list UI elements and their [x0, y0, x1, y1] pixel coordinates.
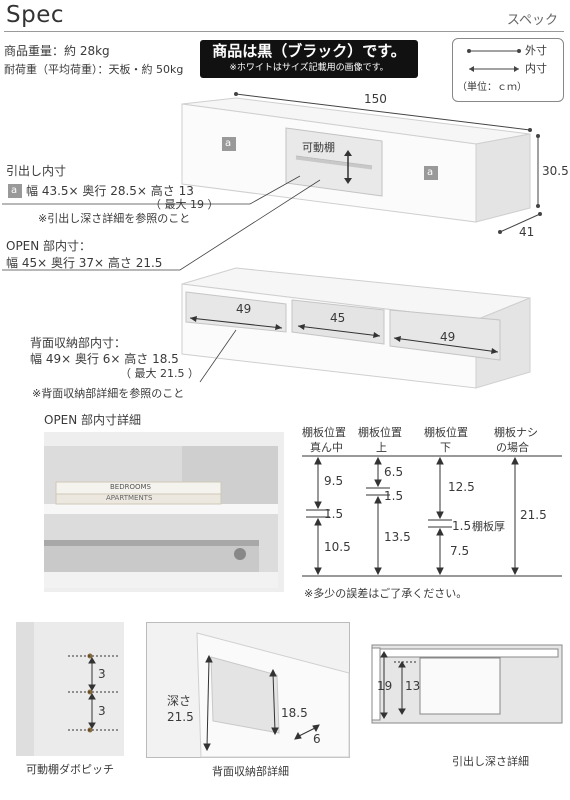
back-depth-label: 深さ — [167, 694, 192, 708]
c2-mid: 1.5 — [384, 489, 404, 503]
col2-head-b: 上 — [376, 441, 387, 454]
tv-board-back-illustration — [181, 267, 531, 389]
col3-head-a: 棚板位置 — [424, 426, 468, 439]
legend-unit: （単位：ｃｍ） — [457, 82, 527, 93]
drawer-tag-left: a — [225, 138, 232, 149]
c2-bot: 13.5 — [384, 530, 411, 544]
col2-head-a: 棚板位置 — [358, 426, 402, 439]
back-center-width: 45 — [330, 311, 346, 325]
c4-value: 21.5 — [520, 508, 547, 522]
back-height-value: 18.5 — [281, 706, 308, 720]
col3-head-b: 下 — [440, 441, 451, 454]
back-inner-title: 背面収納部内寸： — [30, 336, 127, 350]
drawer-depth-caption: 引出し深さ詳細 — [452, 755, 529, 768]
color-notice-main: 商品は黒（ブラック）です。 — [212, 42, 406, 60]
depth-label: 41 — [519, 225, 535, 239]
c3-board-label: 棚板厚 — [472, 520, 505, 533]
width-label: 150 — [364, 92, 387, 106]
load-capacity: 耐荷重（平均荷重）：天板・約 50kg — [4, 63, 184, 76]
drawer-inner-note: ※引出し深さ詳細を参照のこと — [38, 212, 191, 225]
dowel-pitch-photo: 3 3 — [16, 622, 124, 756]
dowel-pitch-shapes — [16, 622, 124, 756]
drawer-inner-tag-box: a — [8, 184, 22, 198]
back-left-width: 49 — [236, 302, 252, 316]
dimension-legend: 外寸 内寸 （単位：ｃｍ） — [452, 38, 564, 102]
open-detail-photo-shapes — [44, 432, 284, 592]
height-label: 30.5 — [542, 164, 569, 178]
c3-bot: 7.5 — [450, 544, 470, 558]
drawer-inner-title: 引出し内寸 — [6, 164, 67, 178]
movable-shelf-label: 可動棚 — [302, 141, 335, 154]
tolerance-note: ※多少の誤差はご了承ください。 — [304, 587, 468, 600]
drawer-inner-dims: 幅 43.5× 奥行 28.5× 高さ 13 — [26, 184, 194, 198]
page-title-jp: スペック — [506, 13, 558, 28]
product-weight: 商品重量：約 28kg — [4, 44, 110, 58]
legend-outer: 外寸 — [525, 44, 547, 57]
back-storage-shapes — [147, 623, 350, 758]
drawer-tag-right: a — [427, 167, 434, 178]
c2-top: 6.5 — [384, 465, 404, 479]
open-inner-title: OPEN 部内寸： — [6, 239, 92, 253]
back-storage-photo: 深さ 21.5 18.5 6 — [146, 622, 350, 758]
c1-mid: 1.5 — [324, 507, 344, 521]
drawer-inner-tag: a — [11, 185, 18, 196]
back-inner-max: （ 最大 21.5 ） — [120, 367, 199, 380]
col4-head-a: 棚板ナシ — [494, 426, 538, 439]
book-apartments: APARTMENTS — [106, 494, 153, 502]
open-inner-dims: 幅 45× 奥行 37× 高さ 21.5 — [6, 256, 163, 270]
dowel-pitch-caption: 可動棚ダボピッチ — [26, 763, 114, 776]
back-depth-small: 6 — [313, 732, 321, 746]
tv-board-front-illustration — [2, 92, 542, 271]
dowel-pitch-a: 3 — [98, 667, 106, 681]
back-storage-caption: 背面収納部詳細 — [212, 765, 289, 778]
drawer-depth-13: 13 — [405, 679, 421, 693]
color-notice-box: 商品は黒（ブラック）です。 ※ホワイトはサイズ記載用の画像です。 — [200, 40, 418, 78]
drawer-inner-max: （ 最大 19 ） — [150, 198, 219, 211]
back-depth-value: 21.5 — [167, 710, 194, 724]
drawer-depth-19: 19 — [377, 679, 393, 693]
back-inner-note: ※背面収納部詳細を参照のこと — [32, 387, 185, 400]
title-rule — [4, 31, 564, 32]
col1-head-b: 真ん中 — [310, 441, 343, 454]
c1-bot: 10.5 — [324, 540, 351, 554]
dowel-pitch-b: 3 — [98, 704, 106, 718]
col1-head-a: 棚板位置 — [302, 426, 346, 439]
open-detail-title: OPEN 部内寸詳細 — [44, 413, 142, 427]
shelf-table-lines — [302, 455, 562, 577]
c3-mid: 1.5 — [452, 519, 472, 533]
col4-head-b: の場合 — [496, 441, 529, 454]
c1-top: 9.5 — [324, 474, 344, 488]
back-right-width: 49 — [440, 330, 456, 344]
open-detail-photo: BEDROOMS APARTMENTS — [44, 432, 284, 592]
color-notice-sub: ※ホワイトはサイズ記載用の画像です。 — [229, 63, 389, 73]
page-title: Spec — [6, 2, 64, 28]
c3-top: 12.5 — [448, 480, 475, 494]
book-bedrooms: BEDROOMS — [110, 483, 151, 491]
back-inner-dims: 幅 49× 奥行 6× 高さ 18.5 — [30, 352, 179, 366]
legend-inner: 内寸 — [525, 62, 547, 75]
legend-arrows — [467, 49, 521, 72]
